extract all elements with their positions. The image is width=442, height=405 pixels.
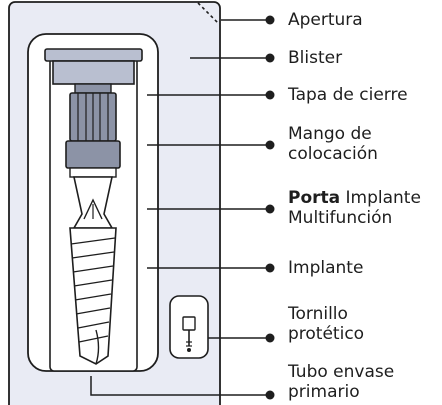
leader-lines: [90, 19, 270, 396]
label-mango-line1: Mango de: [288, 124, 372, 144]
label-porta-rest: Implante: [340, 188, 421, 208]
label-tubo-line1: Tubo envase: [288, 362, 395, 382]
screw-tip: [187, 348, 191, 352]
label-mango-line2: colocación: [288, 144, 378, 164]
leader-dots: [265, 15, 275, 400]
cap-top: [44, 48, 143, 62]
handle-neck: [74, 83, 112, 94]
apertura-dotted-corner: [197, 2, 220, 25]
implant-threads: [70, 237, 116, 343]
implant-body: [69, 227, 117, 365]
implant-holder-tip: [83, 198, 103, 220]
screw-head: [182, 316, 196, 331]
label-tornillo-line1: Tornillo: [288, 304, 348, 324]
label-apertura: Apertura: [288, 10, 363, 30]
handle-ring: [69, 167, 117, 178]
label-porta-line2: Multifunción: [288, 208, 393, 228]
handle-collar: [65, 140, 121, 169]
implant-groove: [95, 329, 100, 365]
label-blister: Blister: [288, 48, 343, 68]
cap-body: [52, 60, 135, 85]
label-tapa-de-cierre: Tapa de cierre: [288, 85, 408, 105]
label-tornillo-line2: protético: [288, 324, 365, 344]
label-porta-bold: Porta: [288, 188, 341, 208]
label-tubo-line2: primario: [288, 382, 360, 402]
handle-knurl-lines: [77, 93, 109, 141]
implant-holder: [72, 176, 114, 229]
label-implante: Implante: [288, 258, 364, 278]
label-porta-line1: Porta Implante: [288, 188, 421, 208]
